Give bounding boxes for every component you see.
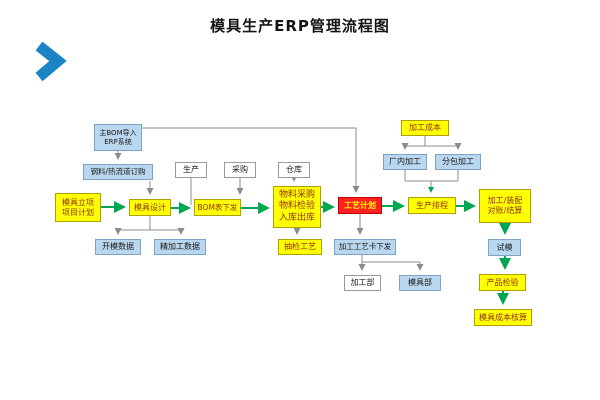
node-mold-cost-accounting: 模具成本核算: [474, 309, 532, 326]
node-mold-trial: 试模: [488, 239, 521, 256]
node-steel-hotrunner-order: 钢料/热流道订购: [83, 164, 153, 180]
node-warehouse-dept: 仓库: [278, 162, 310, 178]
node-machining-cost: 加工成本: [401, 120, 449, 136]
page-title: 模具生产ERP管理流程图: [210, 17, 390, 35]
node-bom-release: BOM表下发: [194, 199, 241, 216]
node-sampling-inspection: 抽检工艺: [278, 239, 322, 255]
node-product-inspection: 产品检验: [479, 274, 526, 291]
node-outsourced-machining: 分包加工: [435, 154, 481, 170]
node-machining-dept: 加工部: [344, 275, 381, 291]
node-production-dept: 生产: [175, 162, 207, 178]
node-material-purchase: 物料采购 物料检验 入库出库: [273, 186, 321, 228]
node-production-schedule: 生产排程: [408, 197, 456, 214]
node-process-plan: 工艺计划: [338, 197, 382, 214]
node-main-bom-import-erp: 主BOM导入 ERP系统: [94, 124, 142, 151]
node-mold-opening-data: 开模数据: [95, 239, 141, 255]
node-purchasing-dept: 采购: [224, 162, 256, 178]
node-mold-design: 模具设计: [129, 199, 171, 216]
node-inhouse-machining: 厂内加工: [383, 154, 427, 170]
node-finishing-data: 精加工数据: [154, 239, 206, 255]
node-machining-assembly-settle: 加工/装配 对账/结算: [479, 189, 531, 223]
node-process-card-release: 加工工艺卡下发: [334, 239, 396, 255]
node-mold-project-plan: 模具立项 项目计划: [55, 193, 101, 222]
node-mold-dept: 模具部: [399, 275, 441, 291]
